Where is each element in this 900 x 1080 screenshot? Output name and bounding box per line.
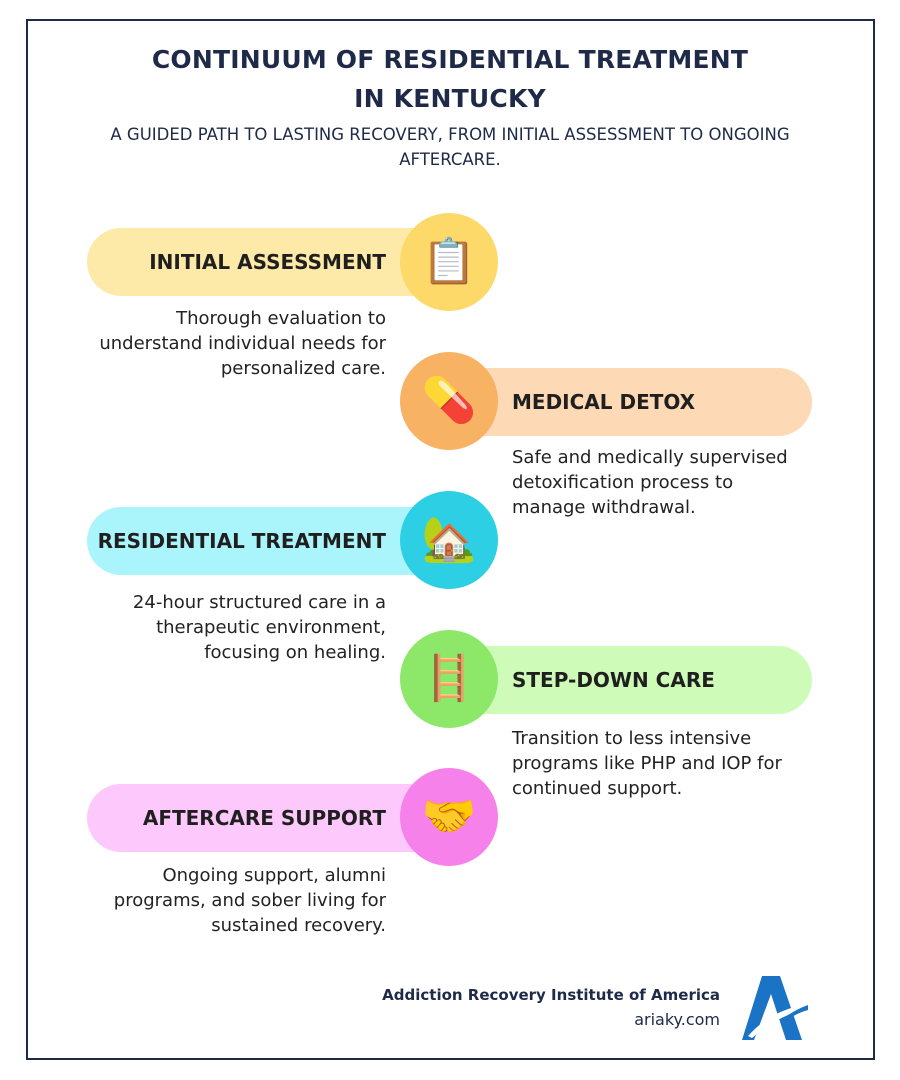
step-description: Ongoing support, alumni programs, and so…	[113, 865, 386, 936]
step-label: RESIDENTIAL TREATMENT	[97, 529, 386, 553]
title-text: CONTINUUM OF RESIDENTIAL TREATMENT IN KE…	[151, 45, 749, 113]
page-title: CONTINUUM OF RESIDENTIAL TREATMENT IN KE…	[0, 40, 900, 118]
step-description: Thorough evaluation to understand indivi…	[99, 308, 386, 379]
ladder-icon: 🪜	[400, 630, 498, 728]
step-description: Safe and medically supervised detoxifica…	[512, 447, 788, 518]
house-with-garden-icon: 🏡	[400, 491, 498, 589]
step-label: INITIAL ASSESSMENT	[149, 250, 386, 274]
clipboard-icon: 📋	[400, 213, 498, 311]
step-description: Transition to less intensive programs li…	[512, 728, 782, 799]
step-description: 24-hour structured care in a therapeutic…	[132, 592, 386, 663]
handshake-icon: 🤝	[400, 768, 498, 866]
aria-logo-icon	[742, 976, 808, 1040]
subtitle-text: A GUIDED PATH TO LASTING RECOVERY, FROM …	[110, 125, 790, 169]
pill-icon: 💊	[400, 352, 498, 450]
organization-name: Addiction Recovery Institute of America	[382, 986, 720, 1004]
step-label: MEDICAL DETOX	[512, 390, 696, 414]
step-label: AFTERCARE SUPPORT	[142, 806, 386, 830]
website-link[interactable]: ariaky.com	[634, 1010, 720, 1029]
page-subtitle: A GUIDED PATH TO LASTING RECOVERY, FROM …	[0, 122, 900, 172]
step-label: STEP-DOWN CARE	[512, 668, 715, 692]
